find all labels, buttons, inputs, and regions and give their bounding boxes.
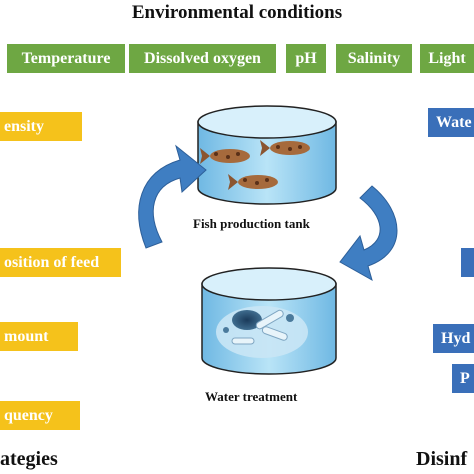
condition-light: Light <box>420 44 474 73</box>
arrow-left-cycle <box>138 144 207 249</box>
disinfection-p-tag: P <box>452 364 474 393</box>
strategy-feed-position-tag: osition of feed <box>0 248 121 277</box>
strategy-amount-tag: mount <box>0 322 78 351</box>
water-treatment-label: Water treatment <box>205 389 298 404</box>
strategy-frequency-tag: quency <box>0 401 80 430</box>
fish-icon <box>200 148 250 164</box>
disinfection-water-tag: Wate <box>428 108 474 137</box>
strategy-density-tag: ensity <box>0 112 82 141</box>
condition-ph: pH <box>286 44 326 73</box>
disinfection-hyd-tag: Hyd <box>433 324 474 353</box>
condition-salinity: Salinity <box>336 44 412 73</box>
condition-temperature: Temperature <box>7 44 125 73</box>
fish-icon <box>228 174 278 190</box>
fish-tank-label: Fish production tank <box>193 216 310 231</box>
fish-icon <box>260 140 310 156</box>
right-section-label: Disinf <box>416 448 468 470</box>
disinfection-tag-2 <box>461 248 474 277</box>
microbe-icon <box>216 306 308 358</box>
arrow-right-cycle <box>339 185 398 282</box>
left-section-label: ategies <box>0 448 58 470</box>
diagram-title: Environmental conditions <box>131 2 343 23</box>
condition-dissolved-oxygen: Dissolved oxygen <box>129 44 276 73</box>
